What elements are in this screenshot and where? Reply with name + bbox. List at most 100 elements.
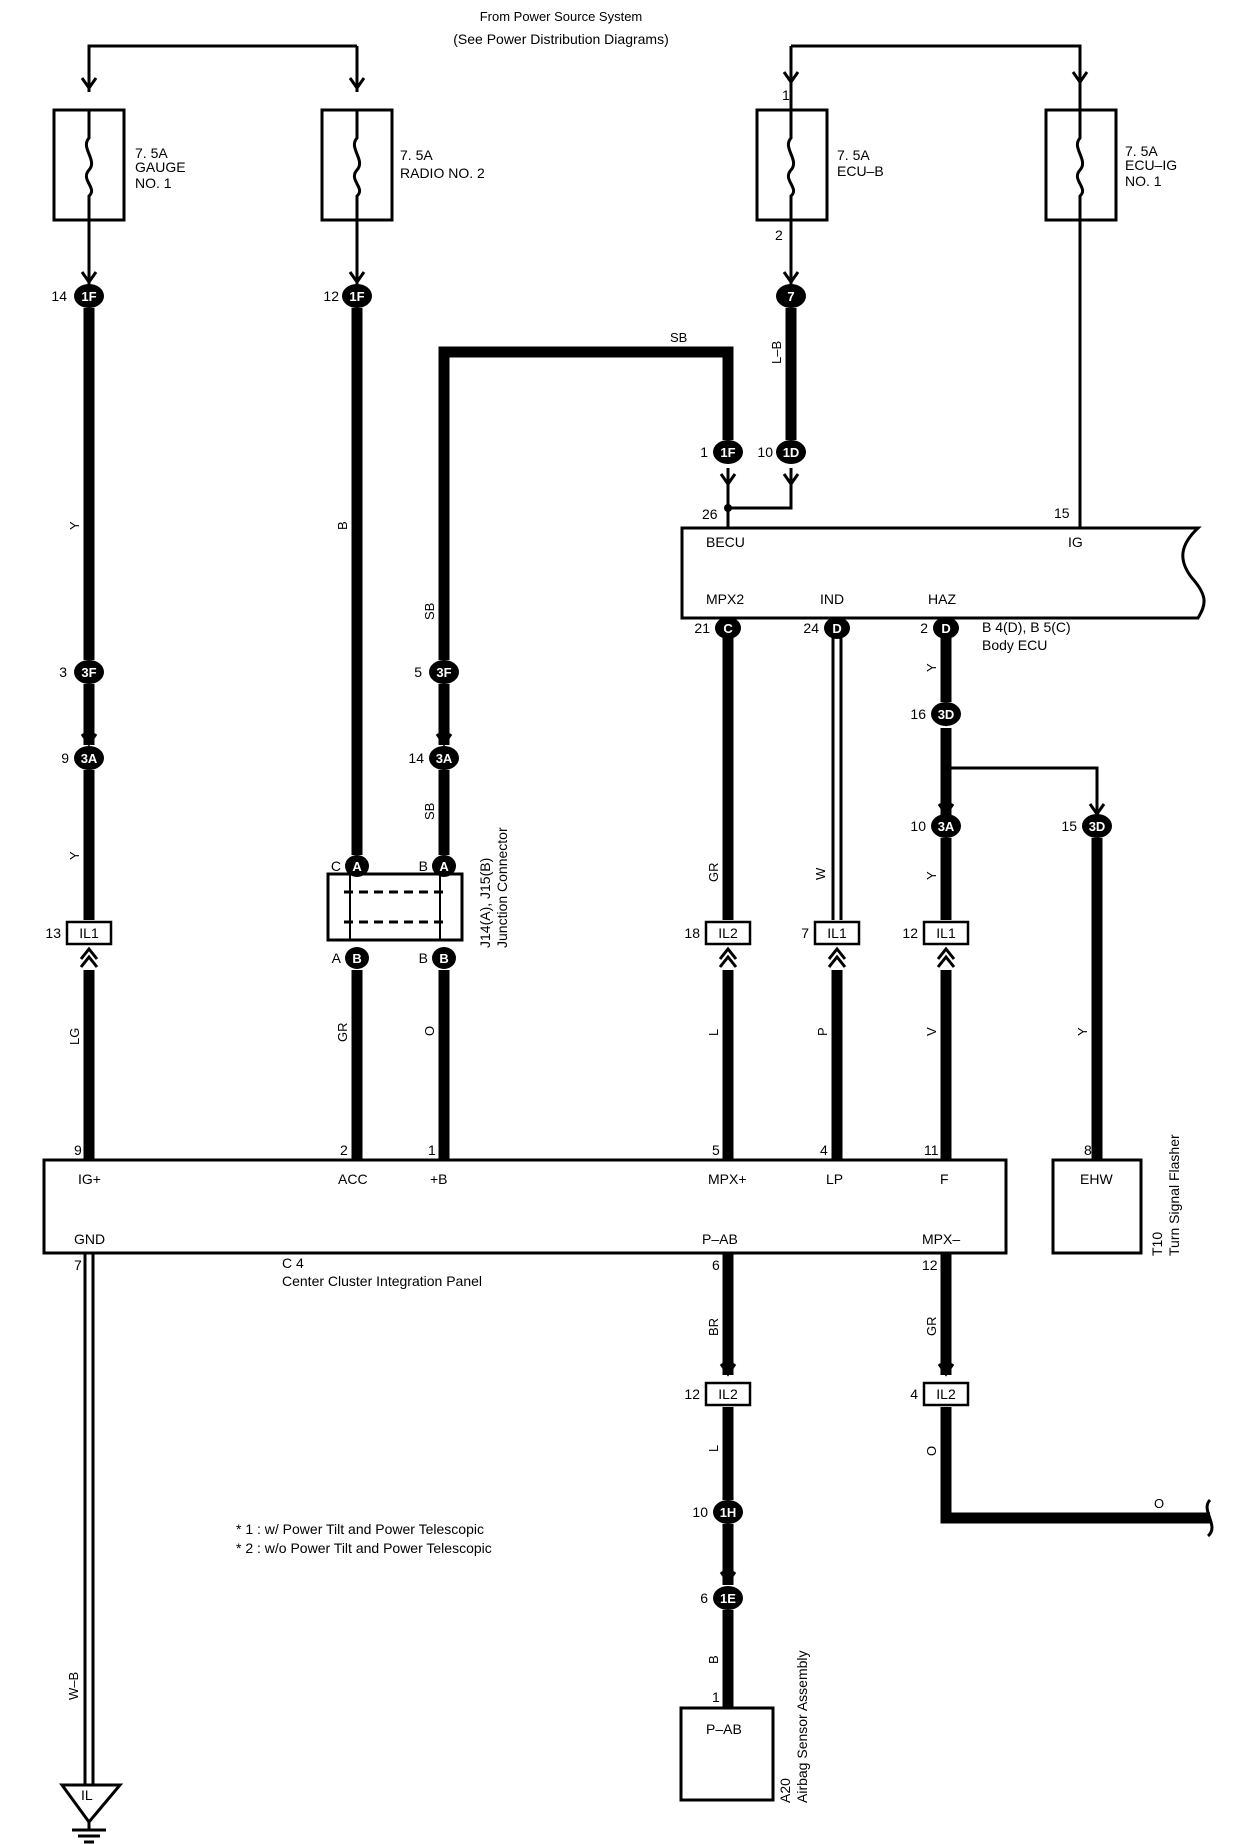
- fuse-gauge-no1: 7. 5A GAUGE NO. 1: [52, 108, 186, 222]
- svg-text:O: O: [924, 1446, 939, 1456]
- svg-text:7: 7: [787, 289, 794, 304]
- svg-text:IL1: IL1: [936, 925, 956, 941]
- svg-text:Y: Y: [924, 871, 939, 880]
- term-gnd: GND: [74, 1231, 105, 1247]
- connector-pill: A C: [331, 855, 369, 877]
- svg-text:18: 18: [684, 925, 700, 941]
- svg-text:IL2: IL2: [718, 1386, 738, 1402]
- ground-symbol: IL: [59, 1783, 124, 1844]
- airbag-ref: A20: [777, 1778, 793, 1803]
- svg-text:SB: SB: [422, 803, 437, 820]
- svg-text:7: 7: [801, 925, 809, 941]
- airbag-name: Airbag Sensor Assembly: [794, 1650, 810, 1803]
- pin-7: 7: [74, 1257, 82, 1273]
- pin-5: 5: [712, 1142, 720, 1158]
- svg-text:15: 15: [1061, 818, 1077, 834]
- note-1: * 1 : w/ Power Tilt and Power Telescopic: [236, 1521, 484, 1537]
- il-connector: IL2 4: [910, 1381, 970, 1407]
- svg-text:14: 14: [408, 750, 424, 766]
- svg-text:14: 14: [51, 288, 67, 304]
- pin-12: 12: [922, 1257, 938, 1273]
- pin-11: 11: [924, 1142, 939, 1158]
- fuse-radio-no2: 7. 5A RADIO NO. 2: [320, 108, 485, 222]
- svg-text:1F: 1F: [81, 289, 96, 304]
- svg-text:12: 12: [684, 1386, 700, 1402]
- svg-text:2: 2: [920, 620, 928, 636]
- term-p-ab: P–AB: [702, 1231, 738, 1247]
- flasher-pin: 8: [1084, 1142, 1092, 1158]
- term-plus-b: +B: [430, 1171, 448, 1187]
- svg-text:GR: GR: [335, 1023, 350, 1043]
- connector-pill: C 21: [694, 617, 741, 639]
- svg-text:3F: 3F: [81, 665, 96, 680]
- term-becu: BECU: [706, 534, 745, 550]
- il-connector: IL1 13: [45, 920, 113, 968]
- connector-pill: 1D 10: [757, 440, 806, 464]
- pin-9: 9: [74, 1142, 82, 1158]
- svg-text:1E: 1E: [720, 1591, 736, 1606]
- svg-text:IL2: IL2: [936, 1386, 956, 1402]
- svg-text:B: B: [706, 1655, 721, 1664]
- thin-wires: [83, 220, 1099, 1785]
- flasher-ref: T10: [1149, 1232, 1165, 1256]
- fuse-name-2: NO. 1: [135, 175, 172, 191]
- connector-pill: B A: [332, 947, 369, 969]
- connector-pill: D 2: [920, 617, 959, 639]
- svg-text:B: B: [439, 951, 448, 966]
- fuse-name: ECU–B: [837, 163, 884, 179]
- svg-text:16: 16: [910, 706, 926, 722]
- note-2: * 2 : w/o Power Tilt and Power Telescopi…: [236, 1540, 492, 1556]
- svg-text:3A: 3A: [81, 751, 98, 766]
- connector-pill: A B: [419, 855, 456, 877]
- svg-text:B: B: [352, 951, 361, 966]
- svg-text:12: 12: [902, 925, 918, 941]
- svg-text:10: 10: [692, 1504, 708, 1520]
- svg-text:B: B: [419, 858, 428, 874]
- il-connector: IL2 18: [684, 920, 752, 968]
- turn-signal-flasher: 8 EHW T10 Turn Signal Flasher: [1051, 1134, 1182, 1256]
- connector-pill: 3A 10: [910, 814, 961, 838]
- pin-26: 26: [702, 506, 718, 522]
- connector-pill: 1F 12: [323, 284, 372, 308]
- svg-text:3: 3: [59, 664, 67, 680]
- il-connector: IL2 12: [684, 1381, 752, 1407]
- connector-pill: 3A 14: [408, 746, 459, 770]
- junction-name: Junction Connector: [494, 827, 510, 948]
- svg-text:3D: 3D: [938, 707, 955, 722]
- connector-pill: 3F 5: [414, 660, 459, 684]
- ground-label: IL: [81, 1787, 93, 1803]
- fuse-name: RADIO NO. 2: [400, 165, 485, 181]
- svg-text:Y: Y: [67, 851, 82, 860]
- svg-text:C: C: [723, 621, 733, 636]
- svg-text:L: L: [706, 1029, 721, 1036]
- body-ecu: 26 BECU 15 IG MPX2 IND HAZ B 4(D), B 5(C…: [680, 505, 1206, 653]
- body-ecu-ref: B 4(D), B 5(C): [982, 619, 1071, 635]
- svg-text:10: 10: [757, 444, 773, 460]
- fuse-amp: 7. 5A: [400, 147, 433, 163]
- svg-text:1F: 1F: [349, 289, 364, 304]
- svg-text:D: D: [832, 621, 841, 636]
- svg-text:SB: SB: [422, 603, 437, 620]
- svg-text:BR: BR: [706, 1318, 721, 1336]
- svg-text:SB: SB: [670, 330, 687, 345]
- flasher-name: Turn Signal Flasher: [1166, 1134, 1182, 1256]
- term-lp: LP: [826, 1171, 843, 1187]
- pin-2: 2: [340, 1142, 348, 1158]
- fuse-amp: 7. 5A: [837, 147, 870, 163]
- svg-text:IL2: IL2: [718, 925, 738, 941]
- splice-point: [724, 504, 732, 512]
- svg-text:O: O: [422, 1026, 437, 1036]
- fuse-bottom-pin: 2: [775, 227, 783, 243]
- svg-text:Y: Y: [924, 663, 939, 672]
- fuse-name: ECU–IG: [1125, 157, 1177, 173]
- power-bus-right: [782, 44, 1089, 110]
- connector-pill: 3D 15: [1061, 814, 1112, 838]
- svg-text:B: B: [335, 521, 350, 530]
- pin-6: 6: [712, 1257, 720, 1273]
- svg-text:P: P: [815, 1027, 830, 1036]
- term-haz: HAZ: [928, 591, 956, 607]
- term-ind: IND: [820, 591, 844, 607]
- svg-text:W–B: W–B: [66, 1672, 81, 1700]
- center-cluster-panel: 9 IG+ 2 ACC 1 +B 5 MPX+ 4 LP 11 F GND P–…: [42, 1142, 1008, 1289]
- flasher-term: EHW: [1080, 1171, 1113, 1187]
